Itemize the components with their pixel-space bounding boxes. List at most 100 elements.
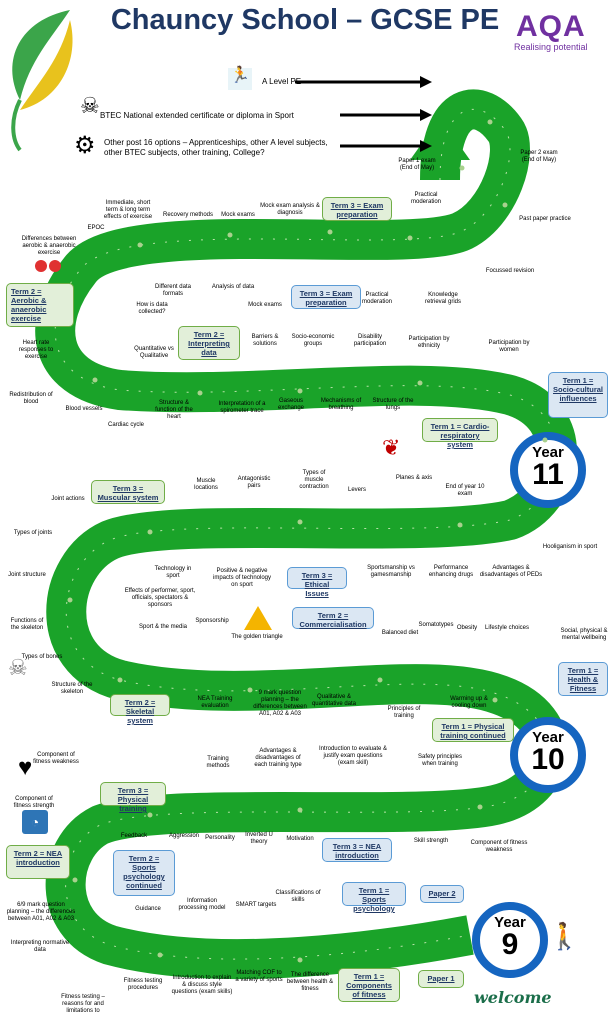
paper-2-box: Paper 2: [420, 885, 464, 903]
label-somatotypes: Somatotypes: [418, 622, 454, 628]
term-y11-t3-exam-prep-2: Term 3 = Exam preparation: [291, 285, 361, 309]
label-cof-strength: Component of fitness strength: [13, 796, 55, 809]
term-y9-t3-physical: Term 3 = Physical training: [100, 782, 166, 813]
label-cardiac-cycle: Cardiac cycle: [107, 422, 144, 428]
label-mock-analysis: Mock exam analysis & diagnosis: [260, 203, 320, 216]
aqa-tagline: Realising potential: [514, 42, 588, 52]
label-peds-advantages: Advantages & disadvantages of PEDs: [479, 565, 543, 578]
label-balanced-diet: Balanced diet: [381, 630, 419, 636]
page-title: Chauncy School – GCSE PE: [110, 4, 500, 36]
label-aerobic-differences: Differences between aerobic & anaerobic …: [21, 236, 77, 256]
label-redistribution: Redistribution of blood: [9, 392, 53, 405]
label-motivation: Motivation: [286, 836, 314, 842]
label-data-formats: Different data formats: [155, 284, 191, 297]
label-skeleton-structure: Structure of the skeleton: [51, 682, 93, 695]
label-lifestyle: Lifestyle choices: [484, 625, 530, 631]
term-y10-t1-health: Term 1 = Health & Fitness: [558, 662, 608, 696]
label-obesity: Obesity: [456, 625, 478, 631]
term-y9-t3-nea: Term 3 = NEA introduction: [322, 838, 392, 862]
label-cof-weakness: Component of fitness weakness: [33, 752, 79, 765]
label-types-joints: Types of joints: [13, 530, 53, 536]
molecule-icon: [34, 260, 62, 274]
year-9-number: 9: [501, 928, 519, 961]
term-y11-t3-exam-prep: Term 3 = Exam preparation: [322, 197, 392, 221]
label-skeleton-functions: Functions of the skeleton: [10, 618, 44, 631]
label-types-bones: Types of bones: [21, 654, 63, 660]
label-women: Participation by women: [488, 340, 530, 353]
leaf-logo: [11, 10, 73, 152]
label-principles-training: Principles of training: [387, 706, 421, 719]
year-11-number: 11: [532, 458, 564, 491]
label-planes-axis: Planes & axis: [395, 475, 433, 481]
label-fitness-testing-reasons: Fitness testing – reasons for and limita…: [61, 994, 105, 1014]
label-sponsorship: Sponsorship: [195, 618, 229, 624]
year-9-label: Year: [494, 914, 526, 931]
term-y11-t1-socio-cultural: Term 1 = Socio-cultural influences: [548, 372, 608, 418]
label-9-mark-planning: 9 mark question planning – the differenc…: [253, 690, 307, 717]
label-cof-weakness-2: Component of fitness weakness: [470, 840, 528, 853]
label-golden-triangle: The golden triangle: [231, 634, 283, 640]
label-health-fitness-diff: The difference between health & fitness: [286, 972, 334, 992]
label-levers: Levers: [347, 487, 366, 493]
label-personality: Personality: [205, 835, 235, 841]
label-end-y10-exam: End of year 10 exam: [445, 484, 485, 497]
label-data-collected: How is data collected?: [136, 302, 168, 315]
label-inverted-u: Inverted U theory: [245, 832, 273, 845]
label-ethnicity: Participation by ethnicity: [408, 336, 450, 349]
milestone-dots: [67, 119, 548, 963]
label-wellbeing: Social, physical & mental wellbeing: [560, 628, 608, 641]
label-hooliganism: Hooliganism in sport: [542, 544, 598, 550]
label-socio-economic: Socio-economic groups: [291, 334, 335, 347]
welcome-text: welcome: [474, 988, 552, 1007]
label-quant-qual: Quantitative vs Qualitative: [134, 346, 174, 359]
label-evaluate-justify: Introduction to evaluate & justify exam …: [318, 746, 388, 766]
label-blood-vessels: Blood vessels: [65, 406, 103, 412]
label-muscle-locations: Muscle locations: [194, 478, 218, 491]
label-analysis-data: Analysis of data: [211, 284, 255, 290]
label-explain-discuss: Introduction to explain & discuss style …: [171, 975, 233, 995]
term-y10-t1-physical-continued: Term 1 = Physical training continued: [432, 718, 514, 742]
label-paper1-exam: Paper 1 exam (End of May): [398, 158, 436, 171]
year-10-ring: [510, 717, 586, 793]
label-mock-exams-2: Mock exams: [221, 212, 255, 218]
label-tech-impacts: Positive & negative impacts of technolog…: [212, 568, 272, 588]
term-y10-t3-muscular: Term 3 = Muscular system: [91, 480, 165, 504]
label-disability: Disability participation: [353, 334, 387, 347]
label-epoc: EPOC: [87, 225, 105, 231]
skull-icon: ☠: [8, 655, 28, 680]
label-skill-classifications: Classifications of skills: [275, 890, 321, 903]
label-retrieval-grids: Knowledge retrieval grids: [424, 292, 461, 305]
label-feedback: Feedback: [120, 833, 148, 839]
gauge-icon: ◔: [22, 810, 48, 834]
label-skill-strength: Skill strength: [413, 838, 449, 844]
year-11-ring: [510, 432, 586, 508]
label-smart-targets: SMART targets: [235, 902, 277, 908]
label-guidance: Guidance: [135, 906, 161, 912]
option-btec: BTEC National extended certificate or di…: [100, 111, 294, 120]
year-9-ring: [472, 902, 548, 978]
road-path: [35, 89, 577, 980]
label-spirometer: Interpretation of a spirometer trace: [218, 401, 266, 414]
term-y10-t2-commercialisation: Term 2 = Commercialisation: [292, 607, 374, 629]
label-effects-exercise: Immediate, short term & long term effect…: [103, 200, 153, 220]
term-y9-t1-sports-psych: Term 1 = Sports psychology: [342, 882, 406, 913]
label-paper2-exam: Paper 2 exam (End of May): [520, 150, 558, 163]
label-past-paper: Past paper practice: [519, 216, 571, 222]
label-6-9-mark-planning: 6/9 mark question planning – the differe…: [6, 902, 76, 922]
term-y11-t1-cardio: Term 1 = Cardio-respiratory system: [422, 418, 498, 449]
label-info-processing: Information processing model: [178, 898, 226, 911]
label-technology: Technology in sport: [154, 566, 192, 579]
label-qual-quant-data: Qualitative & quantitative data: [311, 694, 357, 707]
label-gaseous: Gaseous exchange: [277, 398, 305, 411]
option-arrows: [295, 76, 432, 152]
label-antagonistic: Antagonistic pairs: [237, 476, 271, 489]
option-other: Other post 16 options – Apprenticeships,…: [104, 138, 328, 157]
term-y9-t2-nea: Term 2 = NEA introduction: [6, 845, 70, 879]
label-sport-media: Sport & the media: [138, 624, 188, 630]
label-joint-actions: Joint actions: [51, 496, 85, 502]
label-training-types: Advantages & disadvantages of each train…: [254, 748, 302, 768]
label-joint-structure: Joint structure: [8, 572, 46, 578]
label-effects-performer: Effects of performer, sport, officials, …: [124, 588, 196, 608]
term-y11-t2-interpreting-data: Term 2 = Interpreting data: [178, 326, 240, 360]
